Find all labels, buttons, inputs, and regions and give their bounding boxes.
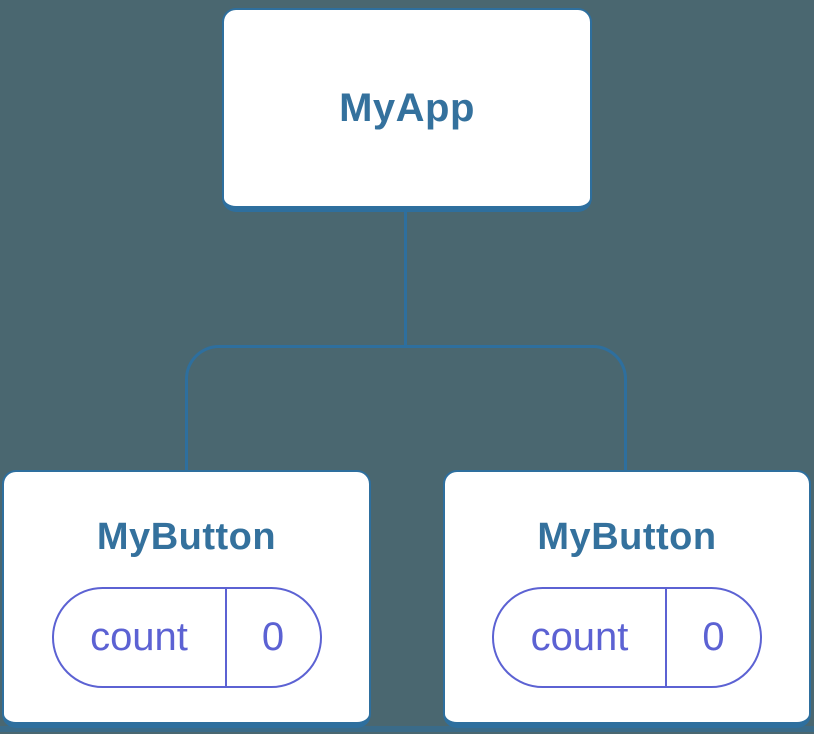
bottom-edge-band (0, 726, 814, 732)
child-component-label: MyButton (96, 516, 277, 558)
root-component-node: MyApp (222, 8, 592, 212)
state-pill: count 0 (51, 587, 322, 688)
state-key: count (494, 589, 667, 686)
tree-connector-stem (404, 211, 407, 347)
state-key: count (54, 589, 227, 686)
child-component-node-left: MyButton count 0 (2, 470, 371, 728)
child-component-label: MyButton (537, 516, 717, 558)
tree-connector-bracket (185, 345, 627, 470)
root-component-label: MyApp (339, 85, 475, 130)
child-component-node-right: MyButton count 0 (443, 470, 811, 728)
state-value: 0 (702, 615, 725, 659)
state-value: 0 (261, 615, 285, 659)
state-pill: count 0 (492, 587, 762, 688)
